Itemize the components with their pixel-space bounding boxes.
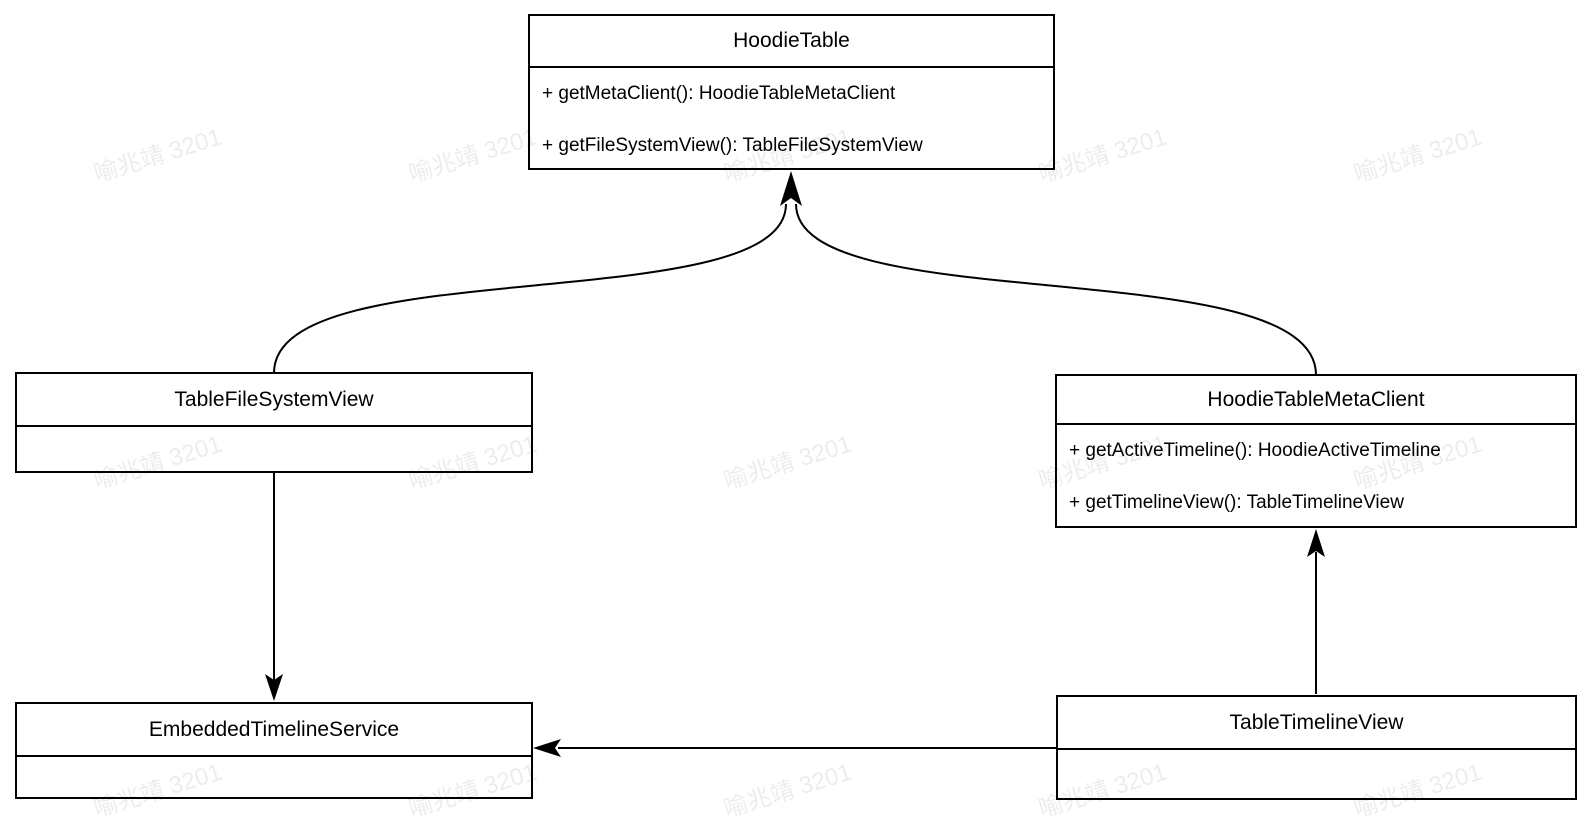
class-name-hoodietablemetaclient: HoodieTableMetaClient — [1057, 376, 1575, 425]
class-members-hoodietable: + getMetaClient(): HoodieTableMetaClient… — [530, 68, 1053, 172]
arrowhead-up-hoodietablemetaclient — [1307, 529, 1325, 557]
method-getmetaclient: + getMetaClient(): HoodieTableMetaClient — [542, 83, 896, 104]
class-name-hoodietable: HoodieTable — [530, 16, 1053, 68]
class-name-tablefilesystemview: TableFileSystemView — [17, 374, 531, 427]
empty-members-compartment — [1058, 750, 1575, 798]
class-box-tablefilesystemview: TableFileSystemView — [15, 372, 533, 473]
class-box-tabletimelineview: TableTimelineView — [1056, 695, 1577, 800]
method-getactivetimeline: + getActiveTimeline(): HoodieActiveTimel… — [1069, 440, 1441, 461]
empty-members-compartment — [17, 757, 531, 797]
empty-members-compartment — [17, 427, 531, 471]
class-name-embeddedtimelineservice: EmbeddedTimelineService — [17, 704, 531, 757]
arrowhead-down-embeddedtimelineservice — [265, 674, 283, 701]
class-members-hoodietablemetaclient: + getActiveTimeline(): HoodieActiveTimel… — [1057, 425, 1575, 529]
class-name-tabletimelineview: TableTimelineView — [1058, 697, 1575, 750]
relation-tablefilesystemview-to-hoodietable — [273, 203, 787, 374]
method-gettimelineview: + getTimelineView(): TableTimelineView — [1069, 492, 1404, 513]
method-getfilesystemview: + getFileSystemView(): TableFileSystemVi… — [542, 135, 923, 156]
class-box-embeddedtimelineservice: EmbeddedTimelineService — [15, 702, 533, 799]
class-box-hoodietablemetaclient: HoodieTableMetaClient + getActiveTimelin… — [1055, 374, 1577, 528]
relation-hoodietablemetaclient-to-hoodietable — [795, 203, 1317, 376]
arrowhead-left-embeddedtimelineservice — [533, 739, 561, 757]
arrowhead-up-hoodietable — [780, 171, 802, 206]
class-box-hoodietable: HoodieTable + getMetaClient(): HoodieTab… — [528, 14, 1055, 170]
